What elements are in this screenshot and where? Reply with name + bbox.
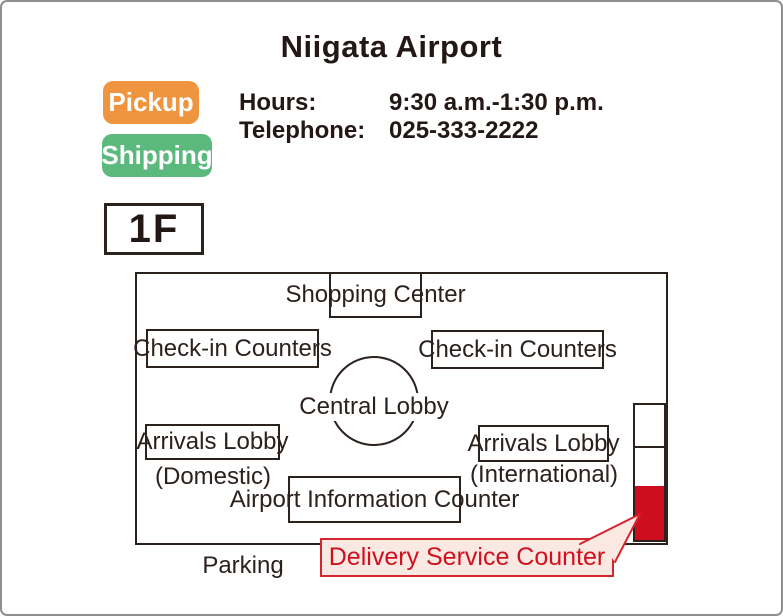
delivery-counter-red-area [635,486,664,540]
parking-label: Parking [202,552,284,579]
hours-label: Hours: [239,89,317,116]
shipping-badge: Shipping [101,134,213,177]
pickup-badge-label: Pickup [108,87,194,117]
airport-information-counter-area: Airport Information Counter [230,476,519,523]
pickup-badge: Pickup [103,81,199,124]
checkin-counters-left-label: Check-in Counters [133,334,332,362]
floor-indicator: 1F [104,203,204,255]
delivery-counter-callout-label: Delivery Service Counter [328,543,606,571]
arrivals-lobby-international-area: Arrivals Lobby [467,425,620,462]
floor-indicator-label: 1F [128,206,180,251]
arrivals-lobby-domestic-area: Arrivals Lobby [136,424,289,460]
right-wing-area [633,403,666,542]
airport-information-counter-label: Airport Information Counter [229,485,520,513]
arrivals-lobby-international-label: Arrivals Lobby [467,429,620,457]
central-lobby-label: Central Lobby [295,393,453,421]
checkin-counters-right-area: Check-in Counters [418,330,617,369]
right-wing-divider [635,446,664,448]
delivery-counter-callout: Delivery Service Counter [320,538,614,577]
arrivals-domestic-sub-label: (Domestic) [154,463,272,490]
shopping-center-label: Shopping Center [285,281,466,308]
checkin-counters-right-label: Check-in Counters [418,335,617,363]
checkin-counters-left-area: Check-in Counters [133,329,332,368]
floor-plan: Shopping Center Check-in Counters Check-… [133,272,668,545]
telephone-label: Telephone: [239,117,366,144]
shipping-badge-label: Shipping [101,140,213,170]
page-title: Niigata Airport [280,29,503,64]
shopping-center-area: Shopping Center [285,274,466,318]
telephone-value: 025-333-2222 [389,117,539,144]
arrivals-lobby-domestic-label: Arrivals Lobby [136,428,289,455]
hours-value: 9:30 a.m.-1:30 p.m. [389,89,604,116]
arrivals-international-sub-label: (International) [469,461,619,488]
